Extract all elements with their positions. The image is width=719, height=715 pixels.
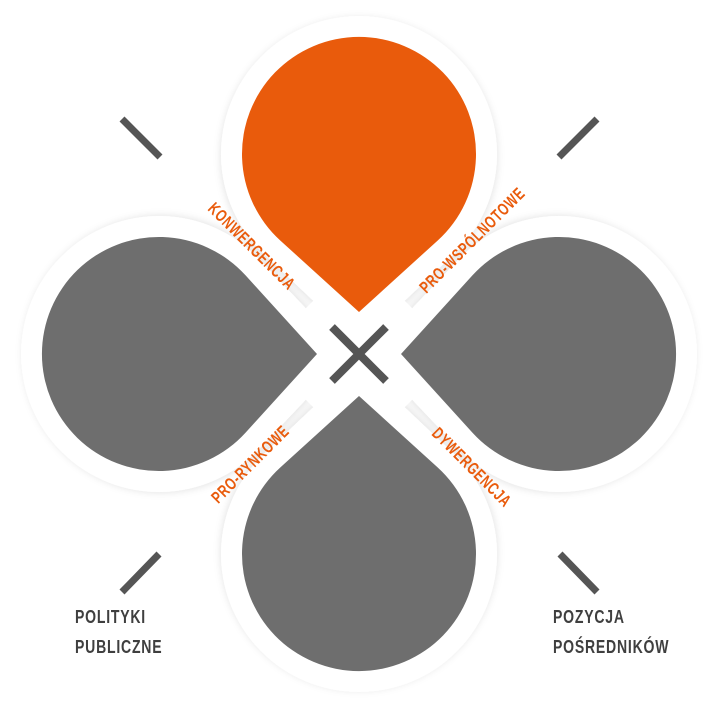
tick-mark-top-left bbox=[119, 116, 163, 160]
petal-bottom bbox=[241, 396, 476, 672]
petal-right bbox=[401, 237, 676, 471]
label-line: POZYCJA bbox=[553, 607, 625, 627]
tick-mark-top-right bbox=[556, 116, 600, 160]
petal-left bbox=[42, 237, 317, 471]
label-line: POŚREDNIKÓW bbox=[553, 637, 670, 657]
label-polityki-publiczne: POLITYKI PUBLICZNE bbox=[75, 602, 162, 662]
label-pozycja-posrednikow: POZYCJA POŚREDNIKÓW bbox=[553, 602, 669, 662]
label-line: PUBLICZNE bbox=[75, 637, 163, 657]
petal-top bbox=[242, 36, 476, 312]
x-cross-icon bbox=[329, 324, 389, 384]
tick-mark-bottom-left bbox=[119, 551, 162, 595]
tick-mark-bottom-right bbox=[557, 551, 600, 595]
label-line: POLITYKI bbox=[75, 607, 146, 627]
